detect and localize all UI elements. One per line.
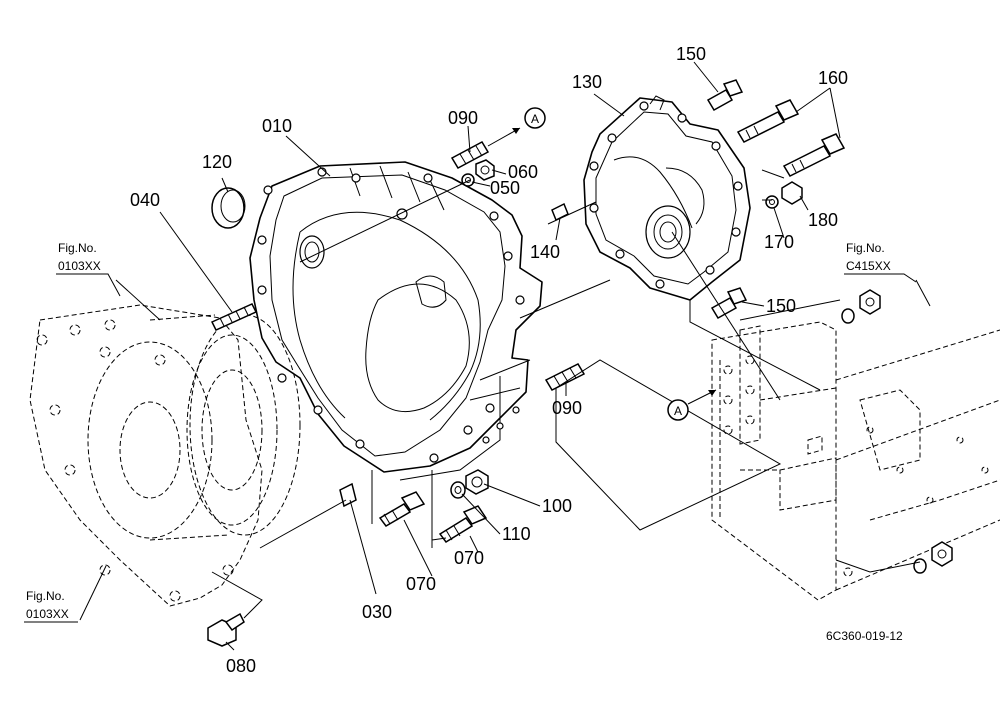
plug-180: [781, 181, 803, 205]
callout-170: 170: [764, 232, 794, 252]
assembly-lines: [211, 169, 921, 619]
callout-040: 040: [130, 190, 160, 210]
drawing-code: 6C360-019-12: [826, 629, 903, 643]
marker-a-top: A: [524, 107, 546, 129]
callout-110: 110: [502, 524, 531, 544]
stud-040: [210, 303, 258, 331]
callout-160: 160: [818, 68, 848, 88]
callout-090-top: 090: [448, 108, 478, 128]
figure-ref-right-line1: Fig.No.: [846, 241, 885, 255]
callout-090-lower: 090: [552, 398, 582, 418]
plug-120: [211, 187, 246, 229]
pin-140: [551, 202, 569, 222]
engine-plate-outline: [29, 304, 263, 607]
flywheel-ring-gear: [149, 314, 301, 541]
bolt-080: [207, 612, 245, 647]
marker-a-bottom: A: [667, 389, 717, 421]
callout-120: 120: [202, 152, 232, 172]
bolt-070-right: [438, 505, 488, 543]
callout-150-top: 150: [676, 44, 706, 64]
leader-lines: [79, 61, 931, 651]
figure-ref-left-top-line1: Fig.No.: [58, 241, 97, 255]
callout-010: 010: [262, 116, 292, 136]
stud-090-top: [450, 127, 521, 169]
bolt-150-lower: [710, 287, 748, 320]
callout-150-lower: 150: [766, 296, 796, 316]
frame-washer-top: [841, 308, 855, 324]
bolt-100: [465, 469, 489, 495]
callout-140: 140: [530, 242, 560, 262]
callout-100: 100: [542, 496, 572, 516]
bolt-150-top: [706, 79, 744, 112]
figure-ref-left-bottom-line1: Fig.No.: [26, 589, 65, 603]
frame-nut-top: [859, 289, 881, 315]
figure-ref-left-bottom-line2: 0103XX: [26, 607, 69, 621]
callout-080: 080: [226, 656, 256, 676]
callout-070-right: 070: [454, 548, 484, 568]
nut-060: [475, 159, 495, 181]
figure-ref-left-bottom: Fig.No. 0103XX: [24, 589, 78, 623]
figure-ref-left-top: Fig.No. 0103XX: [56, 241, 121, 297]
frame-bracket: [711, 321, 1000, 601]
callout-060: 060: [508, 162, 538, 182]
figure-ref-right-line2: C415XX: [846, 259, 891, 273]
frame-nut-bottom: [931, 541, 953, 567]
washer-110: [450, 481, 466, 499]
washer-170: [765, 195, 779, 209]
figure-ref-right: Fig.No. C415XX: [844, 241, 917, 283]
bolt-070-left: [378, 491, 426, 527]
callout-labels: 010 030 040 050 060 070 070 080 090 090 …: [130, 44, 848, 676]
callout-130: 130: [572, 72, 602, 92]
washer-050: [461, 173, 475, 187]
clutch-housing-010: [249, 161, 543, 481]
bolt-160-lower: [782, 133, 846, 177]
callout-050: 050: [490, 178, 520, 198]
cover-130: [583, 95, 751, 301]
callout-070-left: 070: [406, 574, 436, 594]
marker-a-bottom-label: A: [674, 404, 682, 418]
figure-ref-left-top-line2: 0103XX: [58, 259, 101, 273]
stud-090-lower: [544, 363, 586, 391]
marker-a-top-label: A: [531, 112, 539, 126]
pin-030: [339, 482, 357, 508]
bolt-160-upper: [736, 99, 800, 143]
callout-030: 030: [362, 602, 392, 622]
frame-washer-bottom: [913, 558, 927, 574]
callout-180: 180: [808, 210, 838, 230]
